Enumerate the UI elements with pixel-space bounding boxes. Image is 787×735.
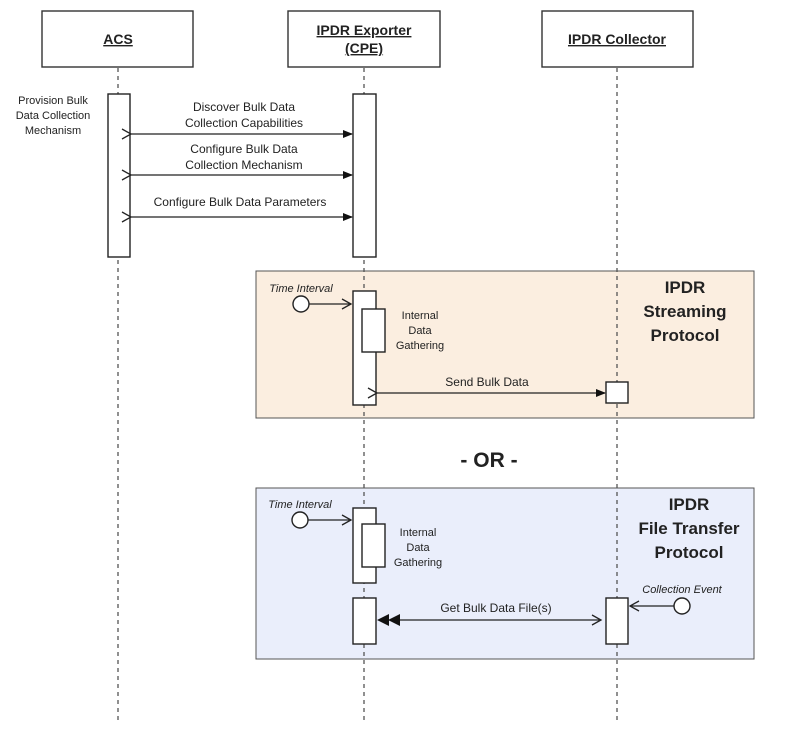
file-transfer-title-line1: IPDR: [669, 495, 710, 514]
exporter-activation-config: [352, 93, 377, 258]
provision-note-line2: Data Collection: [16, 110, 91, 122]
file-transfer-protocol-region: [255, 487, 755, 660]
streaming-internal-line1: Internal: [402, 310, 439, 322]
acs-actor: ACS: [41, 10, 194, 68]
get-bulk-data-file-label: Get Bulk Data File(s): [440, 601, 551, 615]
streaming-internal-line2: Data: [408, 325, 432, 337]
configure-parameters-label: Configure Bulk Data Parameters: [154, 195, 327, 209]
file-transfer-title-line3: Protocol: [655, 543, 724, 562]
file-transfer-title-line2: File Transfer: [638, 519, 739, 538]
discover-label-line2: Collection Capabilities: [185, 116, 303, 130]
provision-note-line1: Provision Bulk: [18, 95, 88, 107]
collection-event-label: Collection Event: [642, 584, 722, 596]
file-internal-gathering-box: [361, 523, 386, 568]
exporter-label-line1: IPDR Exporter: [317, 22, 412, 38]
file-internal-line1: Internal: [400, 527, 437, 539]
streaming-time-interval-icon: [292, 295, 310, 313]
exporter-actor: IPDR Exporter (CPE): [287, 10, 441, 68]
streaming-internal-gathering-box: [361, 308, 386, 353]
send-bulk-data-label: Send Bulk Data: [445, 375, 529, 389]
file-time-interval-icon: [291, 511, 309, 529]
collector-label: IPDR Collector: [568, 31, 667, 47]
exporter-activation-file-transfer: [352, 597, 377, 645]
configure-mechanism-label-line1: Configure Bulk Data: [190, 142, 298, 156]
streaming-internal-line3: Gathering: [396, 340, 444, 352]
file-time-interval-label: Time Interval: [268, 499, 332, 511]
double-arrowhead-icon: [377, 614, 400, 626]
file-internal-line3: Gathering: [394, 557, 442, 569]
acs-activation: [107, 93, 131, 258]
streaming-time-interval-label: Time Interval: [269, 283, 333, 295]
acs-label: ACS: [103, 31, 133, 47]
file-internal-line2: Data: [406, 542, 430, 554]
discover-label-line1: Discover Bulk Data: [193, 100, 295, 114]
or-separator: - OR -: [460, 449, 517, 472]
streaming-title-line1: IPDR: [665, 278, 706, 297]
collector-actor: IPDR Collector: [541, 10, 694, 68]
streaming-title-line3: Protocol: [651, 326, 720, 345]
provision-note-line3: Mechanism: [25, 125, 81, 137]
exporter-label-line2: (CPE): [345, 40, 383, 56]
collector-activation-file-transfer: [605, 597, 629, 645]
collector-activation-streaming: [605, 381, 629, 404]
configure-mechanism-label-line2: Collection Mechanism: [185, 158, 302, 172]
collection-event-icon: [673, 597, 691, 615]
streaming-title-line2: Streaming: [643, 302, 726, 321]
